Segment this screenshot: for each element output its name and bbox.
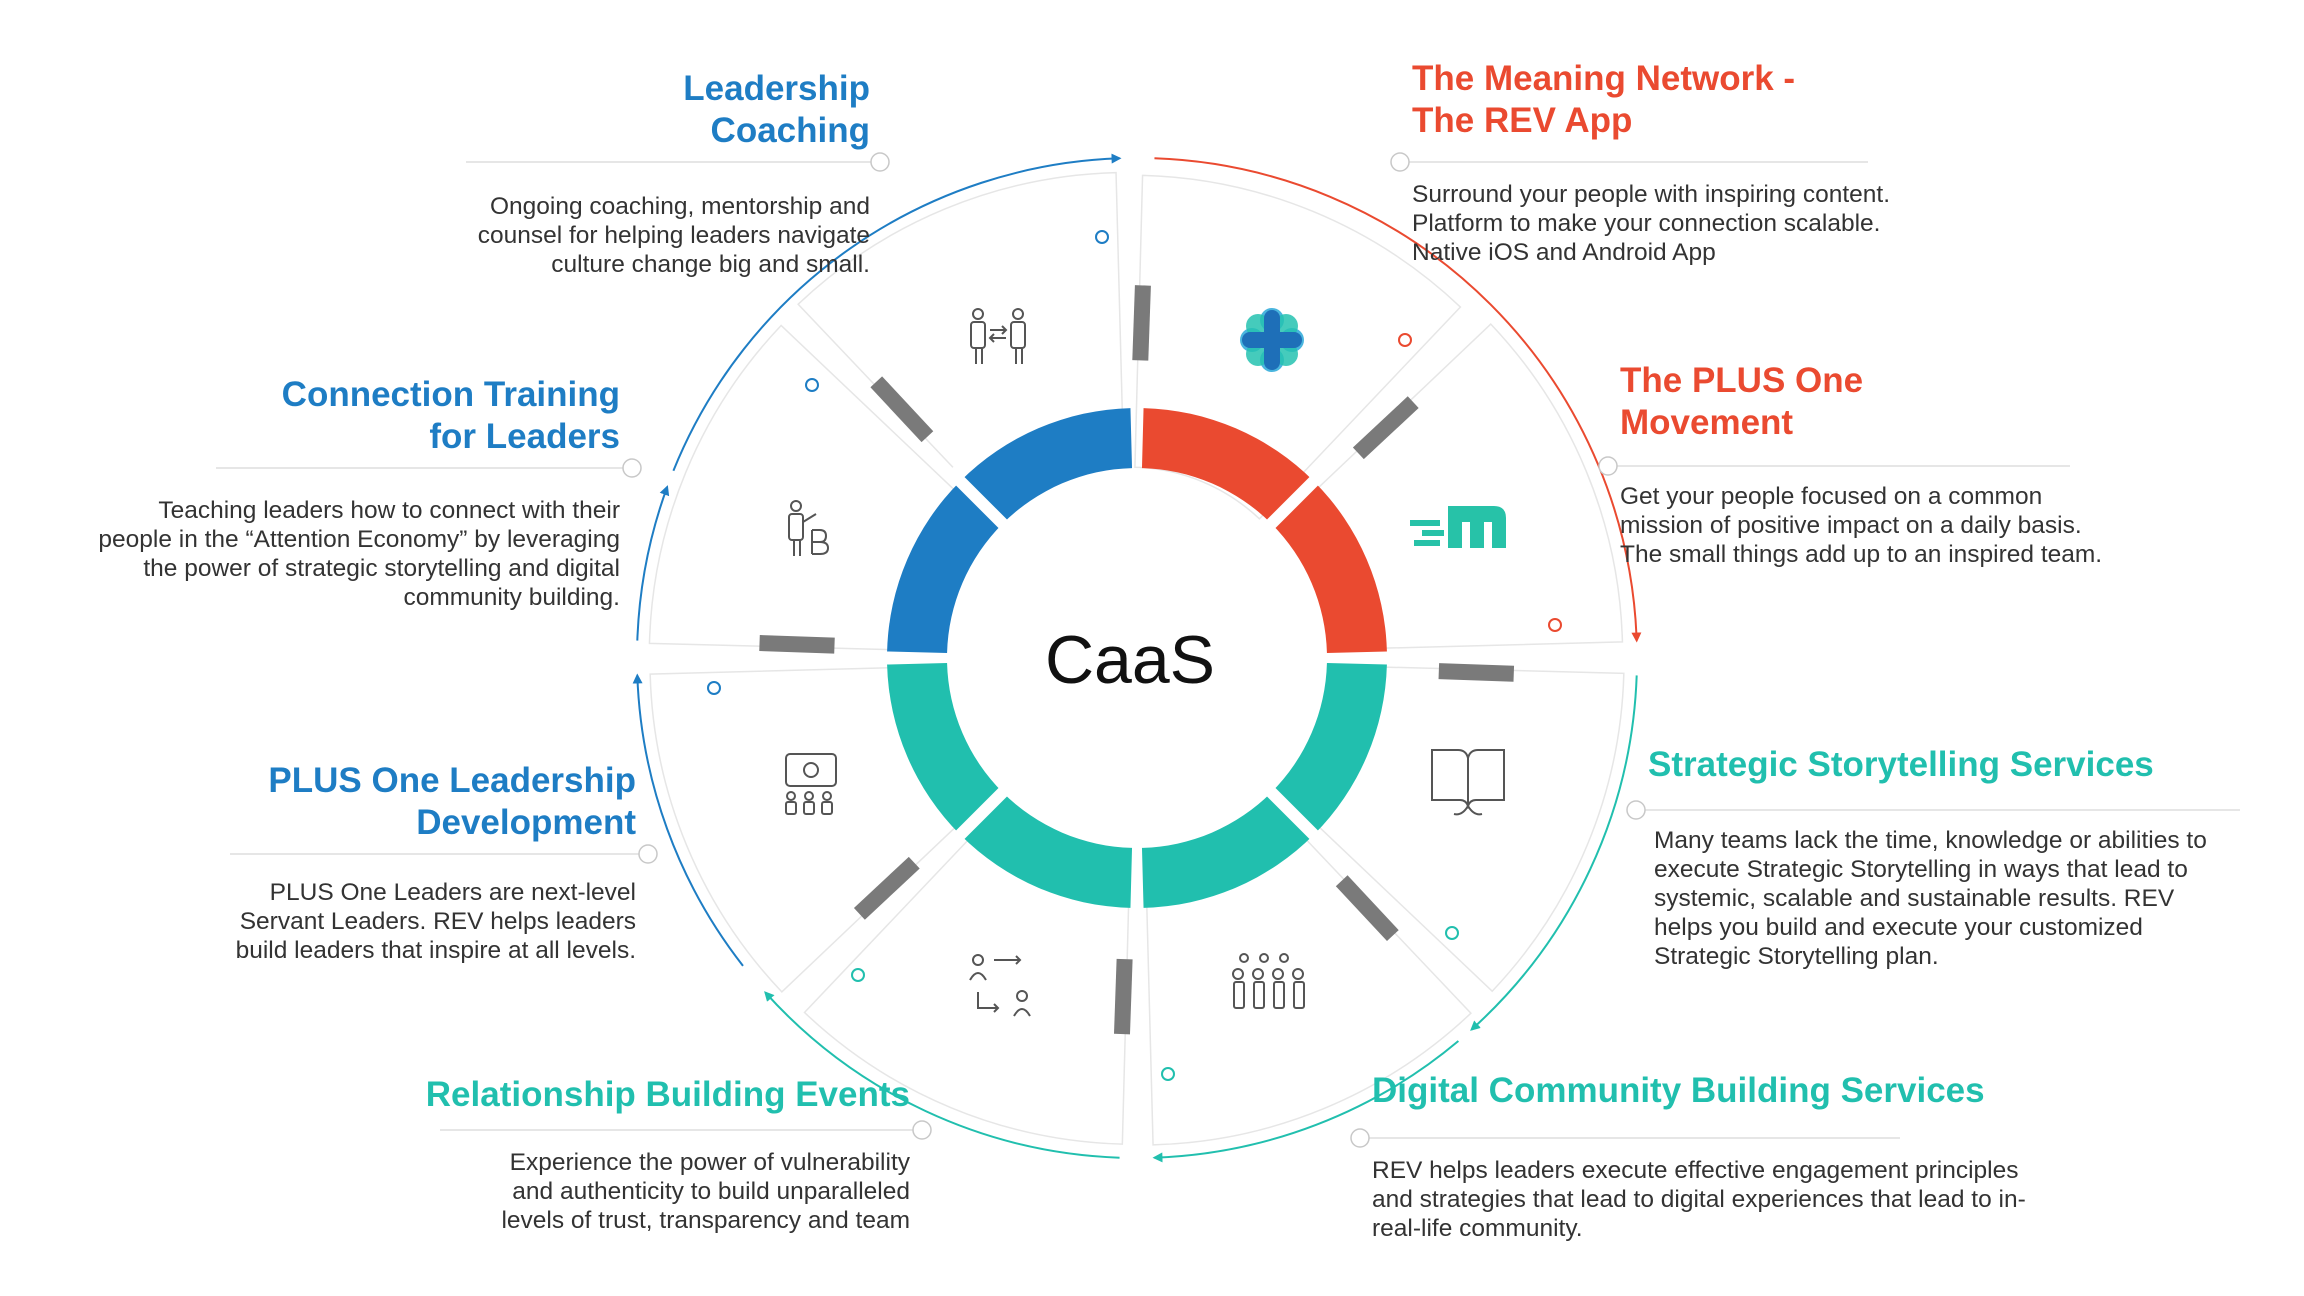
- people-connect-icon: [969, 954, 1031, 1017]
- text-rule-marker-5: [912, 1120, 932, 1140]
- text-rule-marker-6: [638, 844, 658, 864]
- center-label: CaaS: [1044, 622, 1216, 698]
- open-book-icon: [1431, 749, 1505, 816]
- presentation-audience-icon: [785, 753, 837, 815]
- service-description: Get your people focused on a common miss…: [1620, 483, 2103, 568]
- inner-ring-gap-3: [945, 466, 1018, 539]
- text-rule-marker-4: [1350, 1128, 1370, 1148]
- flow-arrow-0: [672, 153, 1122, 472]
- presenter-icon: [788, 500, 830, 556]
- connector-dot-0: [1095, 230, 1109, 244]
- rev-app-logo-icon: [1240, 308, 1304, 372]
- service-meaning-network: The Meaning Network - The REV App Surrou…: [1412, 58, 1932, 267]
- service-plus-one-movement: The PLUS One Movement Get your people fo…: [1620, 360, 2180, 569]
- segment-divider-bar: [870, 376, 934, 443]
- service-strategic-storytelling: Strategic Storytelling Services Many tea…: [1648, 744, 2248, 971]
- people-exchange-icon: [970, 308, 1026, 364]
- connector-dot-6: [707, 681, 721, 695]
- service-description: REV helps leaders execute effective enga…: [1372, 1157, 2026, 1242]
- text-rule-marker-7: [622, 458, 642, 478]
- service-leadership-coaching: Leadership Coaching Ongoing coaching, me…: [420, 68, 870, 279]
- connector-dot-4: [1161, 1067, 1175, 1081]
- flow-arrow-5: [632, 673, 744, 967]
- plus-one-logo-icon: [1410, 506, 1506, 548]
- segment-divider-bar: [1438, 663, 1515, 682]
- service-title: Relationship Building Events: [425, 1075, 910, 1114]
- connector-dot-3: [1445, 926, 1459, 940]
- connector-dot-7: [805, 378, 819, 392]
- service-description: Many teams lack the time, knowledge or a…: [1654, 827, 2207, 970]
- service-title: The Meaning Network - The REV App: [1412, 59, 1796, 140]
- inner-ring-gap-1: [1256, 777, 1329, 850]
- segment-divider-bar: [1132, 285, 1151, 361]
- service-connection-training: Connection Training for Leaders Teaching…: [40, 374, 620, 612]
- inner-ring-gap-0: [1256, 466, 1329, 539]
- text-rule-marker-3: [1626, 800, 1646, 820]
- service-description: Ongoing coaching, mentorship and counsel…: [477, 193, 870, 278]
- segment-divider-bar: [1113, 958, 1133, 1035]
- text-rule-marker-1: [1390, 152, 1410, 172]
- community-group-icon: [1232, 953, 1305, 1009]
- flow-arrow-4: [764, 991, 1120, 1159]
- service-title: Strategic Storytelling Services: [1648, 745, 2154, 784]
- connector-dot-2: [1548, 618, 1562, 632]
- service-plus-one-leadership: PLUS One Leadership Development PLUS One…: [150, 760, 636, 965]
- connector-dot-1: [1398, 333, 1412, 347]
- text-rule-marker-2: [1598, 456, 1618, 476]
- service-title: The PLUS One Movement: [1620, 361, 1864, 442]
- flow-arrow-6: [636, 485, 670, 641]
- service-title: Connection Training for Leaders: [281, 375, 620, 456]
- flow-arrow-3: [1152, 1040, 1460, 1163]
- segment-divider-bar: [1335, 875, 1399, 942]
- inner-ring-gap-2: [945, 777, 1018, 850]
- flow-arrow-1: [1154, 157, 1642, 643]
- service-title: PLUS One Leadership Development: [268, 761, 636, 842]
- segment-divider-bar: [759, 634, 835, 654]
- flow-arrow-2: [1470, 675, 1638, 1031]
- inner-ring-arc-3: [887, 408, 1133, 654]
- service-description: Teaching leaders how to connect with the…: [98, 497, 620, 611]
- service-description: Surround your people with inspiring cont…: [1412, 181, 1891, 266]
- inner-ring-arc-0: [1141, 408, 1387, 654]
- segment-divider-bar: [1352, 396, 1419, 460]
- service-description: PLUS One Leaders are next-level Servant …: [235, 879, 636, 964]
- text-rule-marker-0: [870, 152, 890, 172]
- connector-dot-5: [851, 968, 865, 982]
- service-title: Leadership Coaching: [683, 69, 870, 150]
- service-relationship-events: Relationship Building Events Experience …: [360, 1074, 910, 1235]
- inner-ring-arc-1: [1141, 662, 1387, 908]
- service-description: Experience the power of vulnerability an…: [501, 1149, 910, 1234]
- service-title: Digital Community Building Services: [1372, 1071, 1985, 1110]
- service-digital-community: Digital Community Building Services REV …: [1372, 1070, 2072, 1243]
- inner-ring-arc-2: [887, 662, 1133, 908]
- segment-divider-bar: [853, 856, 920, 920]
